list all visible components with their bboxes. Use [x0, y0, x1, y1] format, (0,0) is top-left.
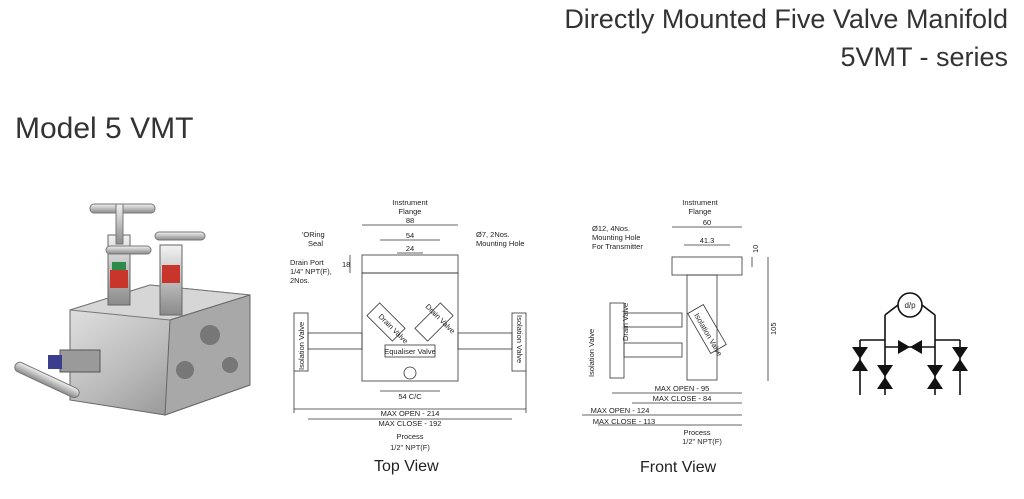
mounting-hole-label: Ø7, 2Nos.: [476, 230, 510, 239]
instrument-flange-label-front: Instrument: [682, 198, 718, 207]
max-close-113: MAX CLOSE - 113: [593, 417, 655, 426]
cc-dim: 54 C/C: [398, 392, 422, 401]
drain-port-label: Drain Port: [290, 258, 325, 267]
svg-text:Seal: Seal: [308, 239, 323, 248]
max-open-124: MAX OPEN - 124: [591, 406, 650, 415]
isolation-valve-left: Isolation Valve: [297, 322, 306, 370]
top-view-caption: Top View: [374, 458, 439, 475]
manifold-photo: [14, 203, 251, 416]
dim-41-3: 41.3: [700, 236, 715, 245]
process-npt-top: 1/2" NPT(F): [390, 443, 430, 452]
dim-88: 88: [406, 216, 414, 225]
front-view-caption: Front View: [640, 459, 717, 476]
process-label-front: Process: [683, 428, 710, 437]
svg-text:Flange: Flange: [399, 207, 422, 216]
front-view-drawing: Instrument Flange Ø12, 4Nos. Mounting Ho…: [582, 198, 778, 437]
document-title: Directly Mounted Five Valve Manifold: [564, 4, 1008, 34]
mounting-hole-front: Ø12, 4Nos.: [592, 224, 630, 233]
svg-text:Mounting Hole: Mounting Hole: [476, 239, 524, 248]
isolation-valve-diag: Isolation Valve: [692, 312, 724, 358]
dim-60: 60: [703, 218, 711, 227]
dim-54: 54: [406, 231, 414, 240]
valve-schematic: d/p: [852, 292, 968, 395]
process-npt-front: 1/2" NPT(F): [682, 437, 722, 446]
isolation-valve-front: Isolation Valve: [587, 329, 596, 377]
dim-18: 18: [342, 260, 350, 269]
max-open-214: MAX OPEN - 214: [381, 409, 440, 418]
svg-text:Flange: Flange: [689, 207, 712, 216]
max-close-192: MAX CLOSE - 192: [379, 419, 442, 428]
dp-label: d/p: [904, 301, 916, 310]
isolation-valve-right: Isolation Valve: [515, 315, 524, 363]
top-view-drawing: Instrument Flange 88 54 24 18 'ORing Sea…: [290, 198, 527, 440]
dim-24: 24: [406, 244, 414, 253]
series-subtitle: 5VMT - series: [840, 42, 1008, 72]
svg-text:Mounting Hole: Mounting Hole: [592, 233, 640, 242]
model-label: Model 5 VMT: [15, 112, 194, 145]
dim-10: 10: [751, 245, 760, 253]
drain-valve-front: Drain Valve: [621, 303, 630, 341]
max-open-95: MAX OPEN - 95: [655, 384, 710, 393]
svg-text:For Transmitter: For Transmitter: [592, 242, 643, 251]
instrument-flange-label: Instrument: [392, 198, 428, 207]
svg-text:2Nos.: 2Nos.: [290, 276, 310, 285]
max-close-84: MAX CLOSE - 84: [653, 394, 712, 403]
drain-valve-right: Drain Valve: [424, 302, 457, 335]
oring-seal-label: 'ORing: [302, 230, 325, 239]
svg-text:1/4" NPT(F),: 1/4" NPT(F),: [290, 267, 332, 276]
process-label: Process: [396, 432, 423, 440]
equaliser-valve-label: Equaliser Valve: [384, 347, 436, 356]
dim-105: 105: [769, 322, 778, 335]
